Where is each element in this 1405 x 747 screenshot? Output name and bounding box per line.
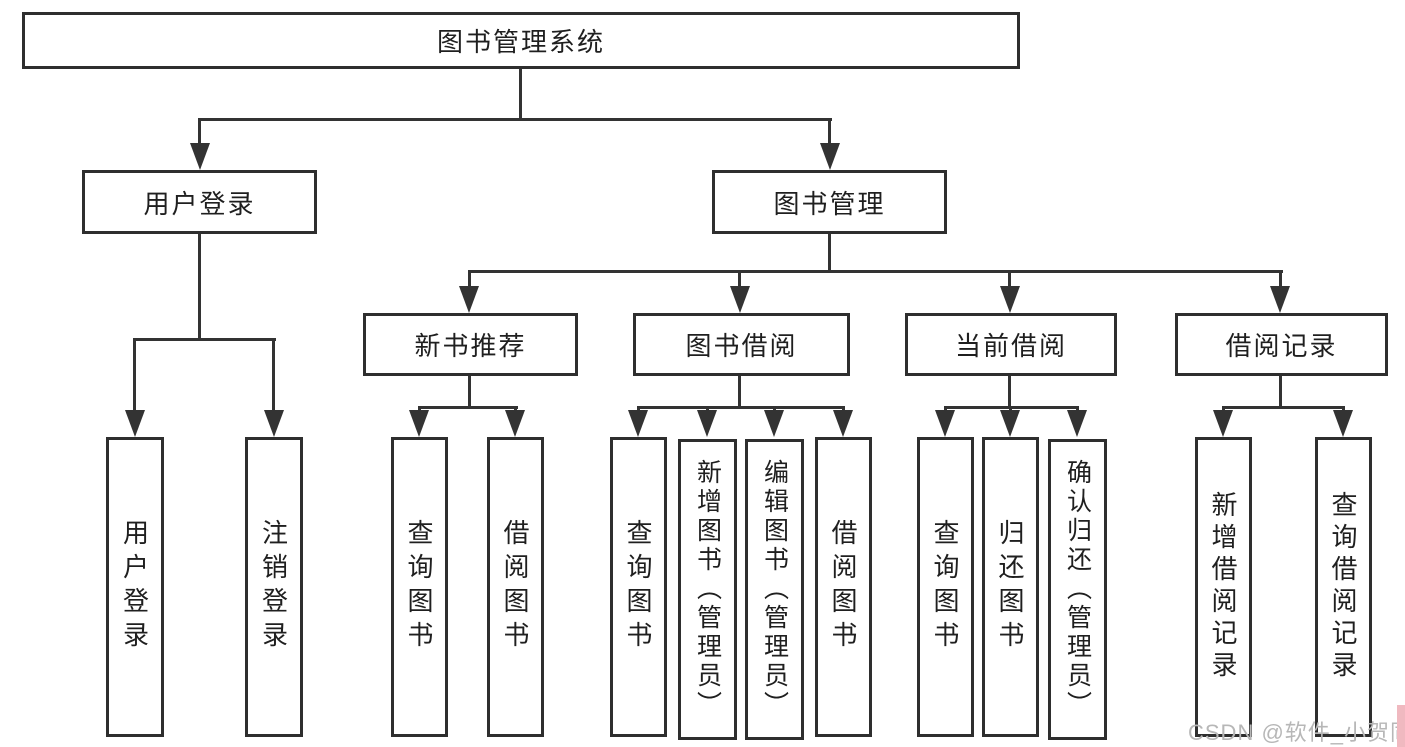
arrow-down-icon xyxy=(833,410,853,437)
watermark-accent-strip xyxy=(1397,705,1405,747)
connector-rail xyxy=(468,270,1283,273)
connector-stem xyxy=(468,270,471,289)
leaf-query-books: 查询图书 xyxy=(610,437,667,737)
node-user-login: 用户登录 xyxy=(82,170,317,234)
connector-stem xyxy=(198,234,201,340)
connector-root-stem xyxy=(519,68,522,121)
connector-stem xyxy=(1008,376,1011,408)
leaf-add-books-admin: 新增图书（管理员） xyxy=(678,439,737,740)
connector-stem xyxy=(133,338,136,412)
connector-rail xyxy=(637,406,845,409)
node-new-book-recommend: 新书推荐 xyxy=(363,313,578,376)
arrow-down-icon xyxy=(459,286,479,313)
leaf-confirm-return-admin: 确认归还（管理员） xyxy=(1048,439,1107,740)
leaf-query-books: 查询图书 xyxy=(917,437,974,737)
leaf-add-borrow-record: 新增借阅记录 xyxy=(1195,437,1252,737)
leaf-query-books: 查询图书 xyxy=(391,437,448,737)
connector-stem xyxy=(1279,376,1282,408)
connector-stem xyxy=(738,376,741,408)
connector-stem xyxy=(1008,270,1011,289)
arrow-down-icon xyxy=(730,286,750,313)
leaf-edit-books-admin: 编辑图书（管理员） xyxy=(745,439,804,740)
node-borrow-record: 借阅记录 xyxy=(1175,313,1388,376)
connector-rail xyxy=(133,338,276,341)
connector-stem xyxy=(738,270,741,289)
node-book-borrow: 图书借阅 xyxy=(633,313,850,376)
arrow-down-icon xyxy=(697,410,717,437)
connector-stem xyxy=(272,338,275,412)
connector-root-rail xyxy=(198,118,832,121)
leaf-borrow-books: 借阅图书 xyxy=(815,437,872,737)
leaf-user-login: 用户登录 xyxy=(106,437,164,737)
connector-stem xyxy=(828,118,831,146)
node-current-borrow: 当前借阅 xyxy=(905,313,1117,376)
arrow-down-icon xyxy=(764,410,784,437)
csdn-watermark: CSDN @软件_小贺同学 xyxy=(1188,720,1405,745)
arrow-down-icon xyxy=(1333,410,1353,437)
connector-stem xyxy=(198,118,201,146)
arrow-down-icon xyxy=(505,410,525,437)
arrow-down-icon xyxy=(1270,286,1290,313)
leaf-borrow-books: 借阅图书 xyxy=(487,437,544,737)
arrow-down-icon xyxy=(264,410,284,437)
arrow-down-icon xyxy=(628,410,648,437)
node-root: 图书管理系统 xyxy=(22,12,1020,69)
arrow-down-icon xyxy=(820,143,840,170)
connector-rail xyxy=(418,406,518,409)
arrow-down-icon xyxy=(125,410,145,437)
node-book-management: 图书管理 xyxy=(712,170,947,234)
connector-stem xyxy=(468,376,471,408)
arrow-down-icon xyxy=(935,410,955,437)
arrow-down-icon xyxy=(1000,286,1020,313)
connector-stem xyxy=(828,234,831,272)
arrow-down-icon xyxy=(1000,410,1020,437)
connector-stem xyxy=(1279,270,1282,289)
arrow-down-icon xyxy=(1213,410,1233,437)
leaf-logout: 注销登录 xyxy=(245,437,303,737)
leaf-return-books: 归还图书 xyxy=(982,437,1039,737)
arrow-down-icon xyxy=(1067,410,1087,437)
leaf-query-borrow-record: 查询借阅记录 xyxy=(1315,437,1372,737)
connector-rail xyxy=(1222,406,1345,409)
arrow-down-icon xyxy=(190,143,210,170)
arrow-down-icon xyxy=(409,410,429,437)
